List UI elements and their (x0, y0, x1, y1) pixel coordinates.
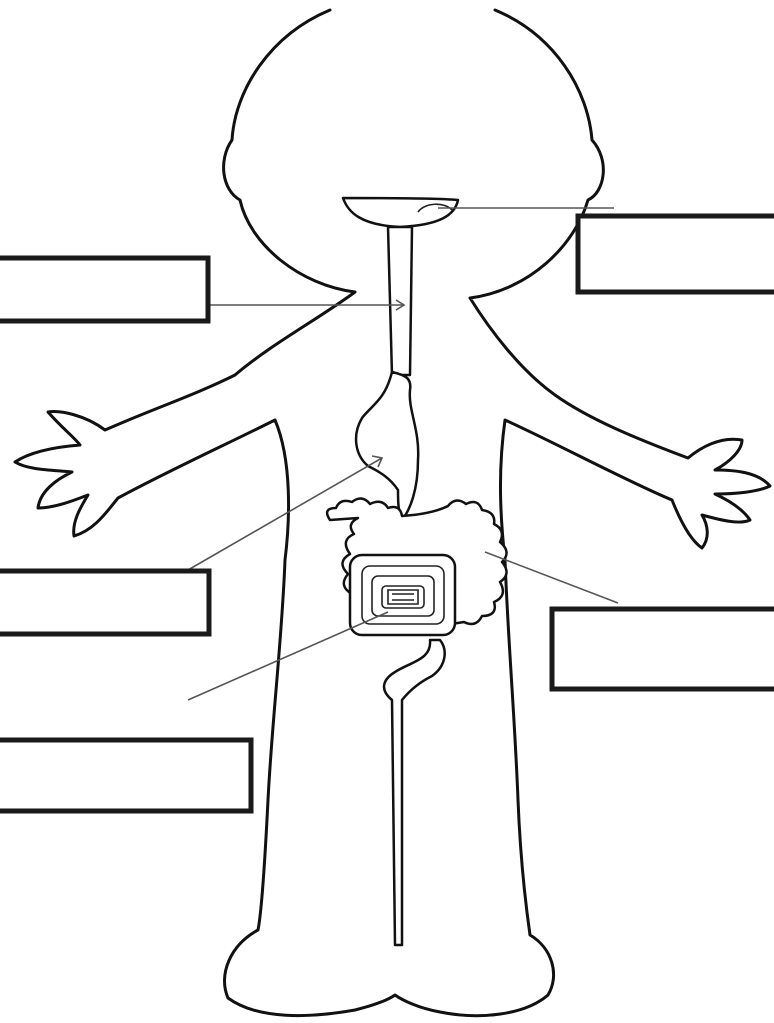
label-box-mouth[interactable] (578, 216, 774, 292)
label-box-esophagus[interactable] (0, 258, 208, 321)
esophagus-shape (388, 227, 412, 375)
leader-line-small-intestine (188, 612, 388, 700)
label-box-small-intestine[interactable] (0, 740, 251, 811)
rectum-shape (384, 640, 445, 945)
mouth-shape (343, 198, 458, 227)
label-box-large-intestine[interactable] (552, 609, 774, 689)
stomach-shape (356, 372, 418, 520)
label-box-stomach[interactable] (0, 571, 209, 634)
